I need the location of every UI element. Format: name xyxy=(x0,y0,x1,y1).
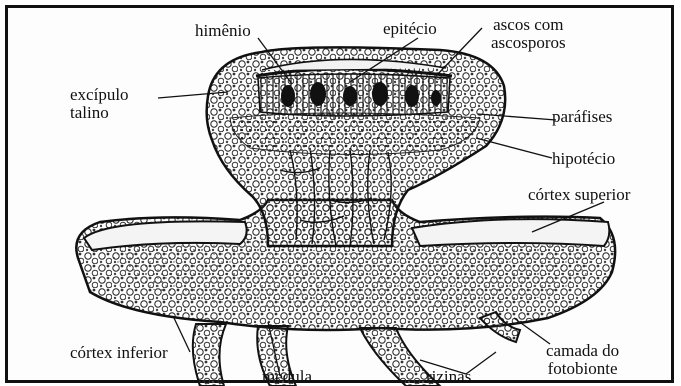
label-cortex-inferior: córtex inferior xyxy=(70,344,168,362)
label-camada: camada do fotobionte xyxy=(546,342,619,378)
label-cortex-superior: córtex superior xyxy=(528,186,630,204)
hypothecium xyxy=(230,113,480,155)
label-parafises: paráfises xyxy=(552,108,612,126)
upper-cortex-right xyxy=(412,219,609,246)
label-excipulo: excípulo talino xyxy=(70,86,129,122)
label-epitecio: epitécio xyxy=(383,20,437,38)
label-himenio: himênio xyxy=(195,22,251,40)
label-hipotecio: hipotécio xyxy=(552,150,615,168)
label-medula: medula xyxy=(262,368,312,386)
label-rizinas: rizinas xyxy=(426,368,471,386)
label-ascos: ascos com ascosporos xyxy=(491,16,566,52)
